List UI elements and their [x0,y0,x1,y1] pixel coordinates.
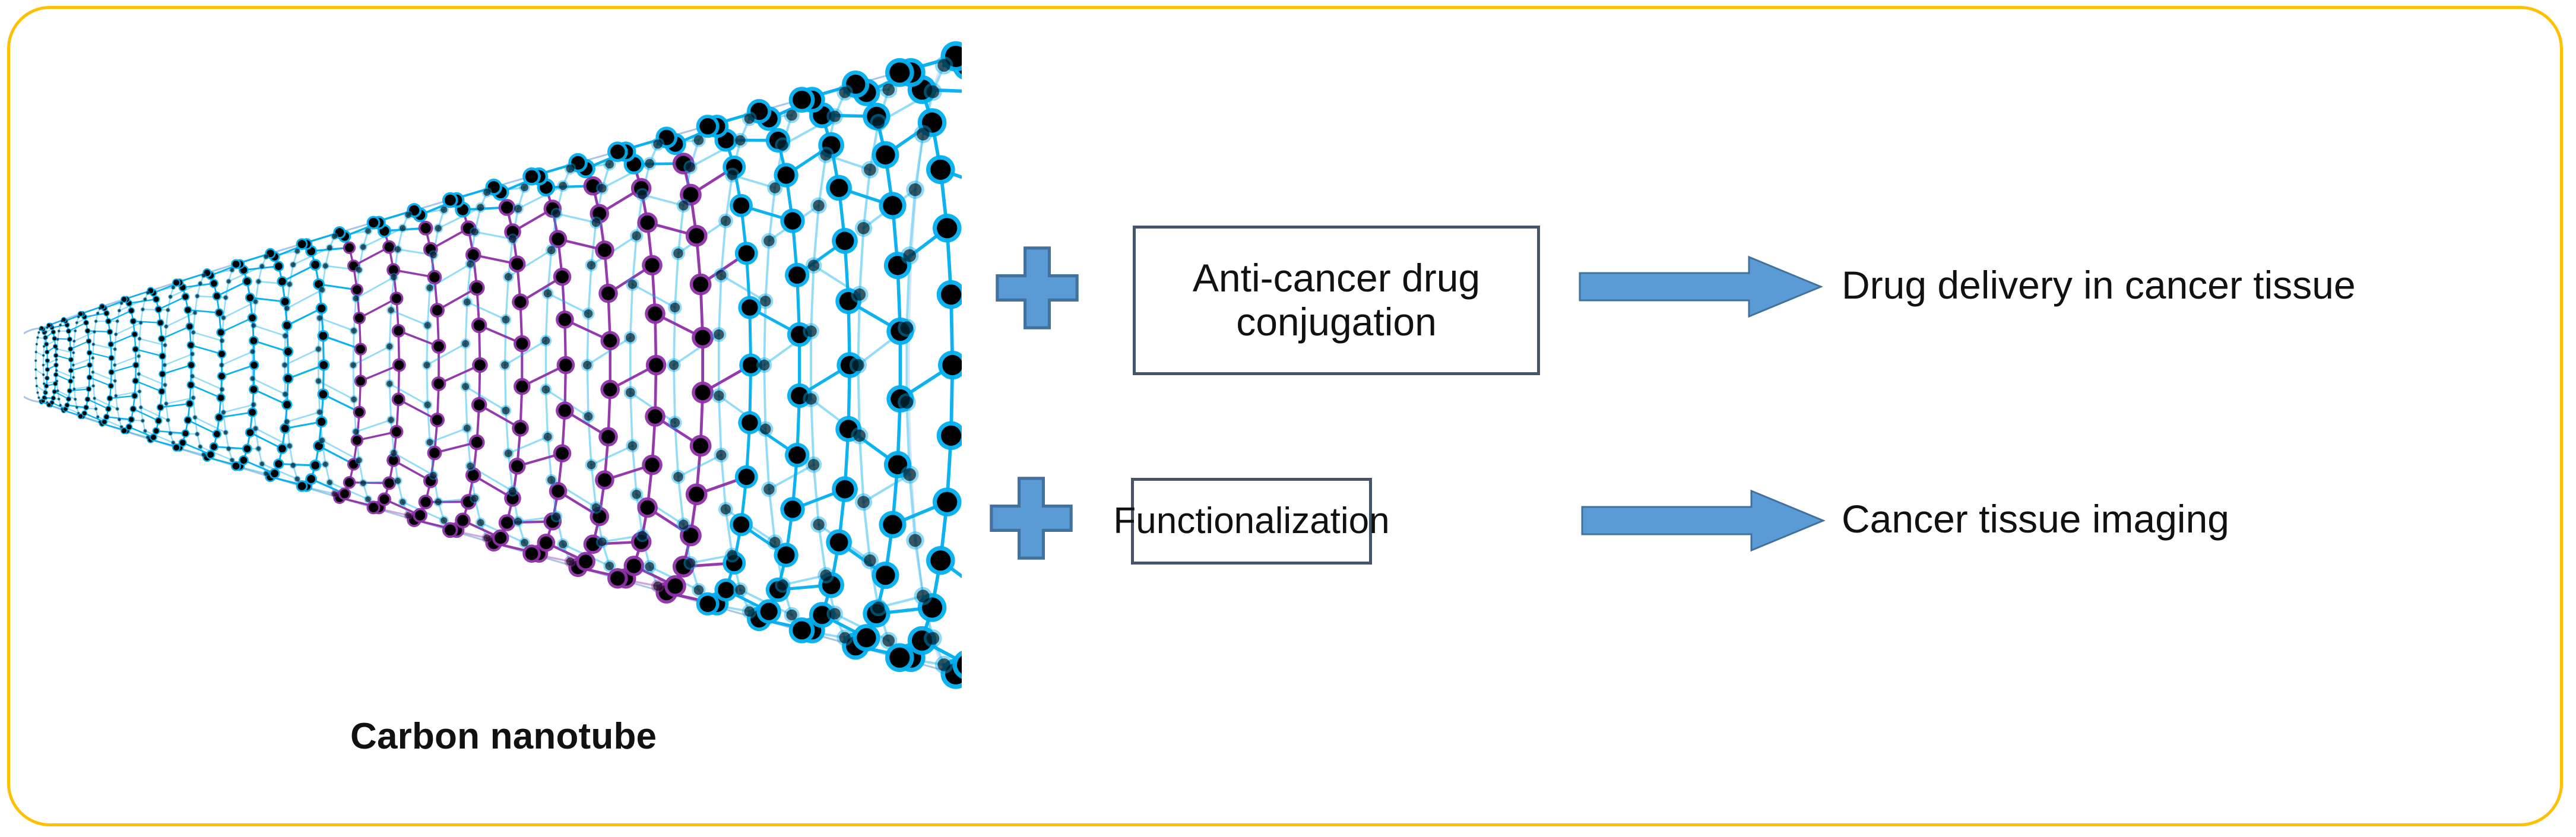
outcome-label-drug-delivery: Drug delivery in cancer tissue [1842,263,2356,307]
carbon-nanotube-illustration [24,18,962,718]
right-arrow-icon-row1 [1578,254,1823,319]
plus-icon-row1 [994,245,1081,331]
process-box-anti-cancer-drug-conjugation[interactable]: Anti-cancer drug conjugation [1133,226,1540,375]
outcome-label-cancer-imaging: Cancer tissue imaging [1842,497,2229,541]
right-arrow-icon-row2 [1580,488,1825,553]
carbon-nanotube-lattice-icon [24,41,962,689]
nanotube-caption: Carbon nanotube [350,716,657,757]
plus-icon-row2 [988,475,1075,562]
process-box-functionalization[interactable]: Functionalization [1113,478,1390,565]
